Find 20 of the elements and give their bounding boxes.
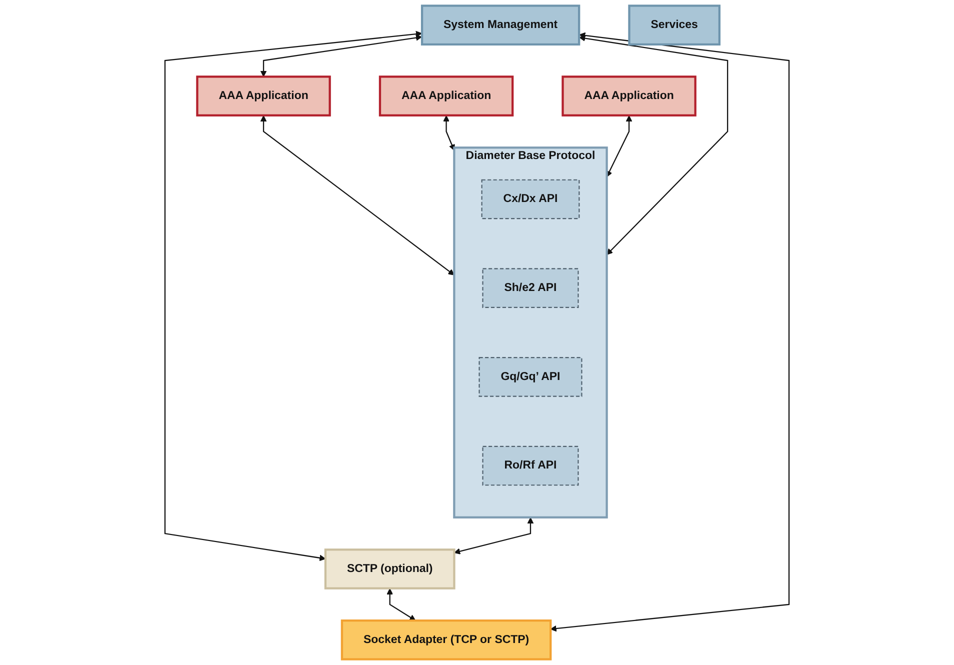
arrow xyxy=(260,34,422,77)
arrow xyxy=(454,517,534,554)
node-box: AAA Application xyxy=(562,76,696,116)
arrow xyxy=(260,115,454,276)
node-box: Services xyxy=(628,4,720,46)
node-box: AAA Application xyxy=(378,76,514,116)
node-box: System Management xyxy=(420,4,580,46)
node-box: Sh/e2 API xyxy=(482,268,579,308)
node-box: Ro/Rf API xyxy=(482,446,579,486)
arrow xyxy=(443,115,455,151)
node-box: SCTP (optional) xyxy=(324,548,456,590)
node-box: AAA Application xyxy=(196,76,331,116)
node-box: Gq/Gq’ API xyxy=(478,357,582,397)
arrow xyxy=(606,115,632,178)
node-box: Socket Adapter (TCP or SCTP) xyxy=(340,620,552,660)
arrow xyxy=(386,588,416,621)
arrow xyxy=(164,30,422,562)
node-box: Cx/Dx API xyxy=(481,179,580,220)
arrow xyxy=(579,35,728,255)
arrow xyxy=(550,32,790,632)
